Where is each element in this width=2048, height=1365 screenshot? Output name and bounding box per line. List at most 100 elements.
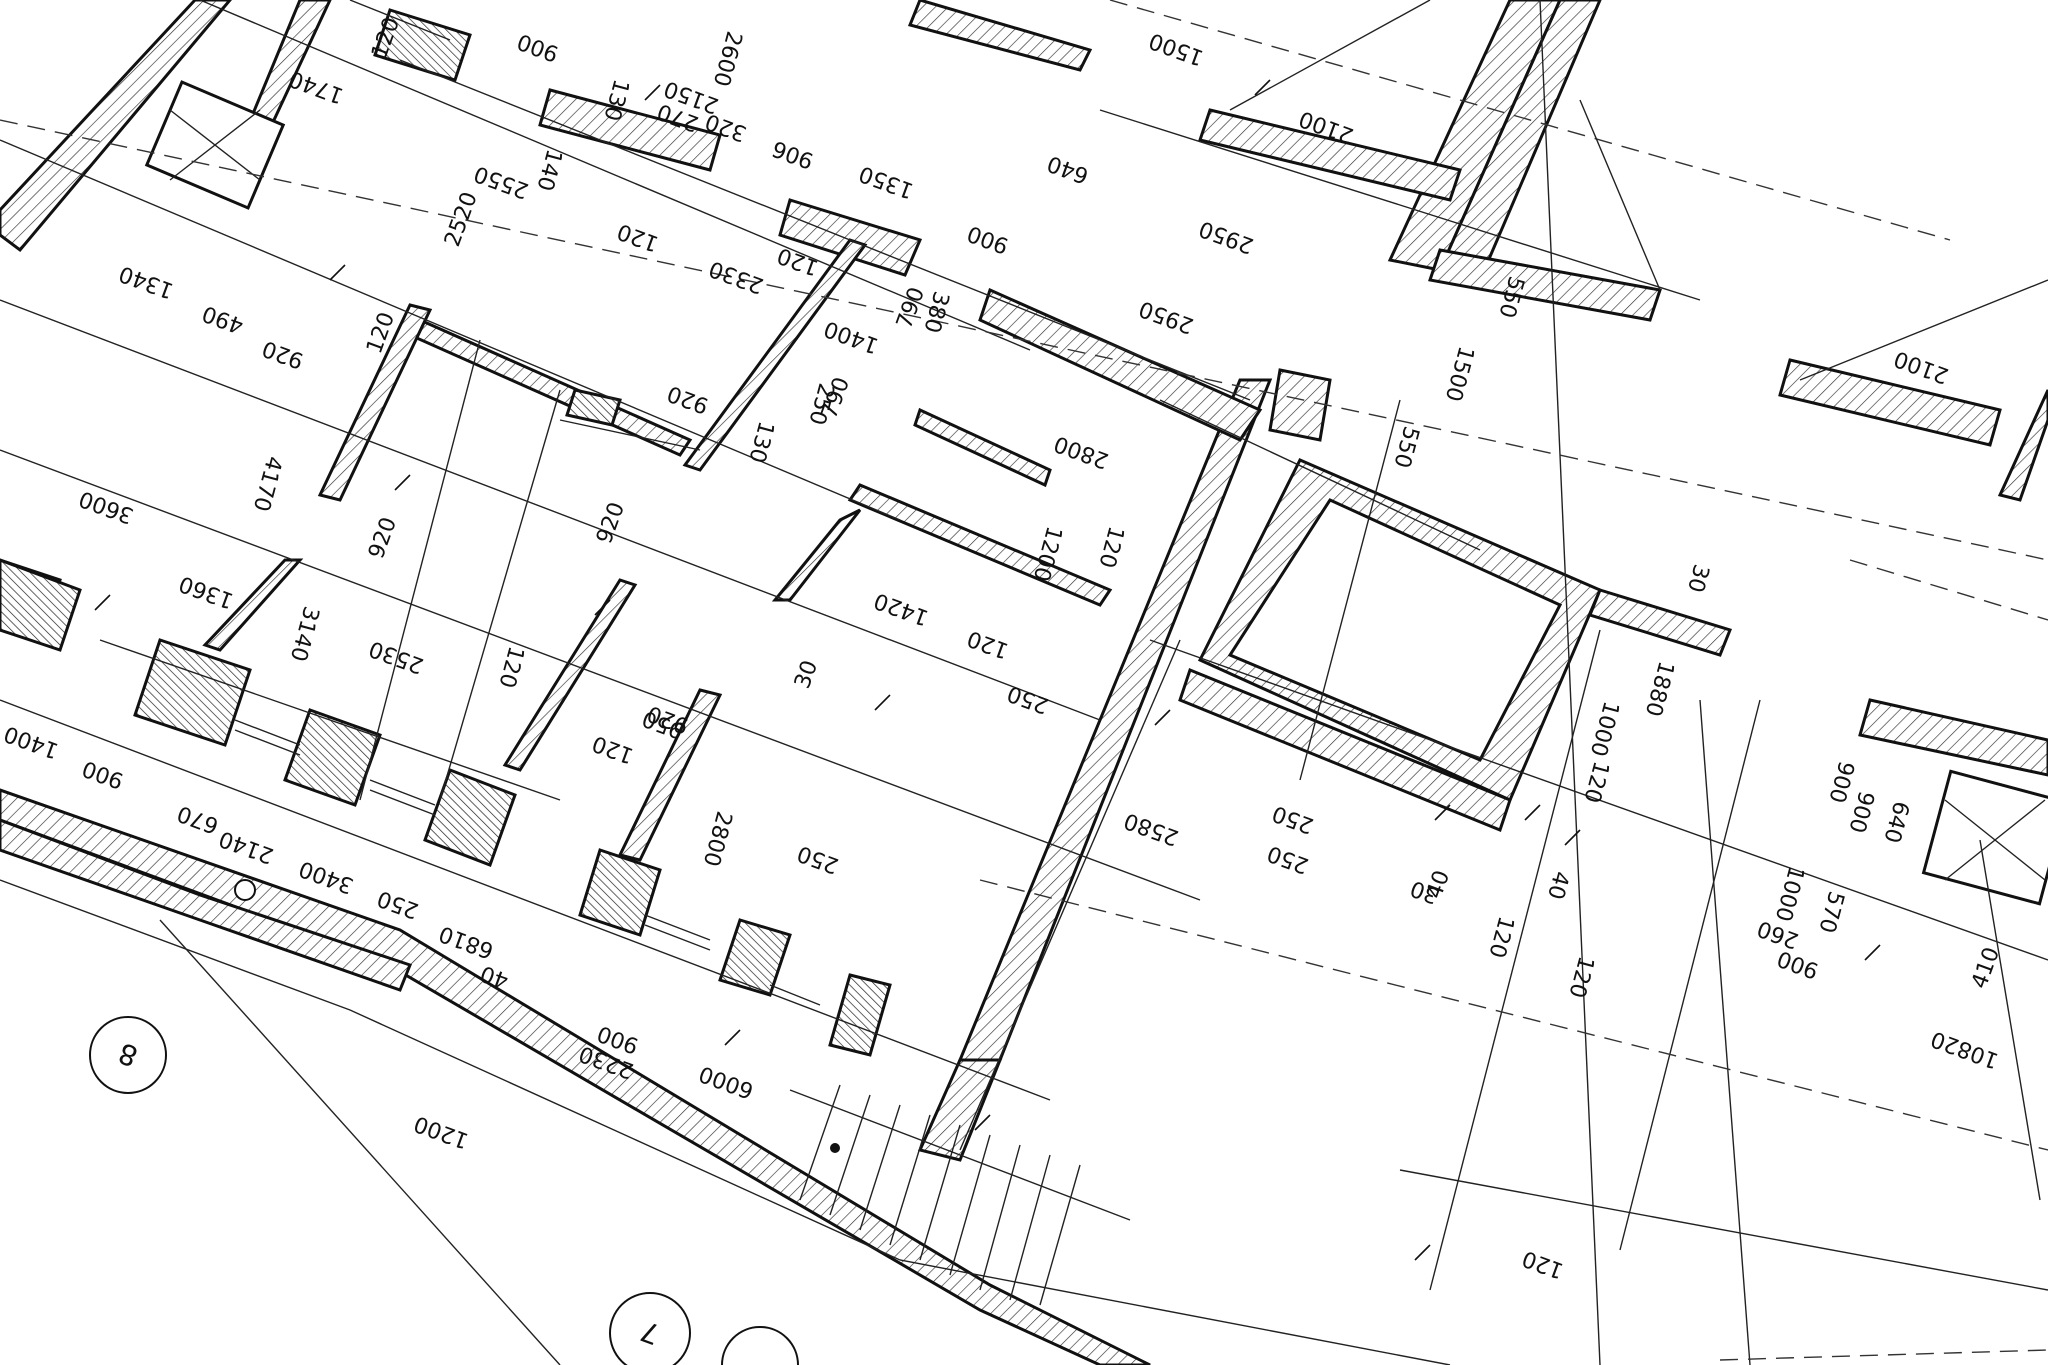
dimension-label: 550 bbox=[1388, 423, 1423, 470]
interior-wall-8 bbox=[847, 483, 1113, 607]
interior-wall-2 bbox=[538, 88, 722, 172]
central-wall-line bbox=[959, 639, 1181, 1151]
dimension-label: 1000 bbox=[1770, 863, 1809, 924]
axis-marker-7: 7 bbox=[609, 1292, 691, 1365]
dimension-label: 2580 bbox=[1121, 807, 1182, 850]
dimension-label: 3600 bbox=[76, 485, 137, 528]
right-beam bbox=[1858, 698, 2048, 777]
dimension-label: 40 bbox=[1542, 868, 1573, 902]
dimension-label: 120 bbox=[1483, 913, 1518, 960]
window-2b bbox=[369, 789, 436, 816]
interior-wall-3 bbox=[778, 198, 923, 277]
dimension-label: 640 bbox=[1044, 150, 1092, 188]
interior-wall-5 bbox=[317, 303, 433, 502]
interior-wall-9 bbox=[913, 407, 1052, 488]
dimension-label: 120 bbox=[1093, 523, 1128, 570]
interior-wall-11 bbox=[617, 688, 723, 862]
dimension-label: 1880 bbox=[1640, 658, 1679, 719]
dimension-label: 2600 bbox=[708, 28, 747, 89]
dimension-label: 2330 bbox=[706, 255, 767, 298]
window-4a bbox=[769, 984, 821, 1006]
axis-marker-8: 8 bbox=[89, 1016, 167, 1094]
lift-cross-2 bbox=[169, 109, 261, 181]
dimension-label: 2100 bbox=[1891, 345, 1952, 388]
dimension-label: 3140 bbox=[285, 603, 324, 664]
dimension-label: 1740 bbox=[286, 65, 347, 108]
pillar-2 bbox=[283, 708, 382, 807]
dimension-label: 920 bbox=[364, 514, 402, 562]
dimension-label: 1340 bbox=[116, 260, 177, 303]
dimension-label: 920 bbox=[592, 499, 630, 547]
dimension-label: 120 bbox=[1578, 758, 1613, 805]
pillar-4 bbox=[578, 848, 662, 937]
outer-wall-bottom-edge bbox=[0, 879, 1451, 1365]
lift-shaft-right bbox=[1921, 769, 2048, 906]
shaft-beam bbox=[1588, 588, 1732, 657]
dimension-label: 790 bbox=[817, 374, 855, 422]
window-3a bbox=[644, 914, 711, 941]
reference-marker bbox=[234, 879, 256, 901]
reference-dot bbox=[830, 1143, 840, 1153]
dimension-label: 900 bbox=[1774, 945, 1822, 983]
interior-wall-12 bbox=[771, 508, 862, 602]
pillar-5 bbox=[718, 918, 792, 997]
dimension-label: 1400 bbox=[1, 720, 62, 763]
pillar-mid bbox=[565, 388, 622, 427]
central-wall bbox=[957, 378, 1273, 1062]
beam-upper-right bbox=[1428, 248, 1662, 322]
dimension-label: 120 bbox=[493, 643, 528, 690]
pillar-3 bbox=[423, 768, 517, 867]
dimension-label: 10820 bbox=[1928, 1025, 2002, 1072]
dimension-label: 920 bbox=[664, 380, 712, 418]
stair-treads bbox=[789, 1084, 1131, 1306]
dimension-label: 410 bbox=[1967, 944, 2005, 992]
dimension-label: 1500 bbox=[1440, 343, 1479, 404]
right-edge-wall bbox=[1997, 389, 2048, 502]
lift-cross-4 bbox=[1944, 799, 2046, 881]
central-wall-lower bbox=[917, 1058, 1003, 1162]
dimension-label: 900 bbox=[964, 220, 1012, 258]
dimension-label: 4170 bbox=[248, 453, 287, 514]
dimension-label: 900 bbox=[514, 28, 562, 66]
dimension-label: 2800 bbox=[698, 808, 737, 869]
dimension-label: 1350 bbox=[856, 160, 917, 203]
dimension-label: 640 bbox=[1878, 798, 1913, 845]
dimension-label: 900 bbox=[79, 755, 127, 793]
interior-wall-10 bbox=[502, 578, 638, 772]
dimension-label: 120 bbox=[1563, 953, 1598, 1000]
dimension-label: 120 bbox=[1519, 1245, 1567, 1283]
dimension-label: 2800 bbox=[1051, 430, 1112, 473]
dimension-label: 250 bbox=[794, 840, 842, 878]
dimension-ticks bbox=[94, 79, 1881, 1261]
window-1b bbox=[234, 729, 301, 756]
window-3b bbox=[644, 924, 711, 951]
dimension-label: 2950 bbox=[1136, 295, 1197, 338]
upper-right-slab bbox=[978, 287, 1263, 442]
pillar-6 bbox=[828, 973, 892, 1057]
dimension-label: 130 bbox=[743, 418, 778, 465]
dimension-label: 2140 bbox=[216, 825, 277, 868]
beam-upper-left bbox=[1198, 108, 1462, 202]
dimension-label: 490 bbox=[199, 300, 247, 338]
dimension-label: 570 bbox=[1813, 888, 1848, 935]
shaft-lower-beam bbox=[1178, 668, 1512, 832]
dimension-label: 250 bbox=[1004, 680, 1052, 718]
pillar-1 bbox=[133, 638, 252, 747]
dimension-label: 1400 bbox=[821, 315, 882, 358]
top-right-wall bbox=[1778, 358, 2002, 447]
dimension-label: 120 bbox=[589, 730, 637, 768]
dimension-label: 250 bbox=[1264, 840, 1312, 878]
interior-wall-4 bbox=[407, 318, 693, 457]
dimension-label: 1500 bbox=[1146, 27, 1207, 70]
pillar-left bbox=[0, 558, 82, 652]
dimension-label: 120 bbox=[614, 218, 662, 256]
dimension-label: 670 bbox=[174, 800, 222, 838]
dimension-label: 1200 bbox=[411, 1110, 472, 1153]
beam-top bbox=[907, 0, 1093, 72]
dimension-label: 250 bbox=[1269, 800, 1317, 838]
dimension-label: 30 bbox=[790, 657, 823, 692]
dimension-label: 2950 bbox=[1196, 215, 1257, 258]
dimension-label: 1360 bbox=[176, 570, 237, 613]
